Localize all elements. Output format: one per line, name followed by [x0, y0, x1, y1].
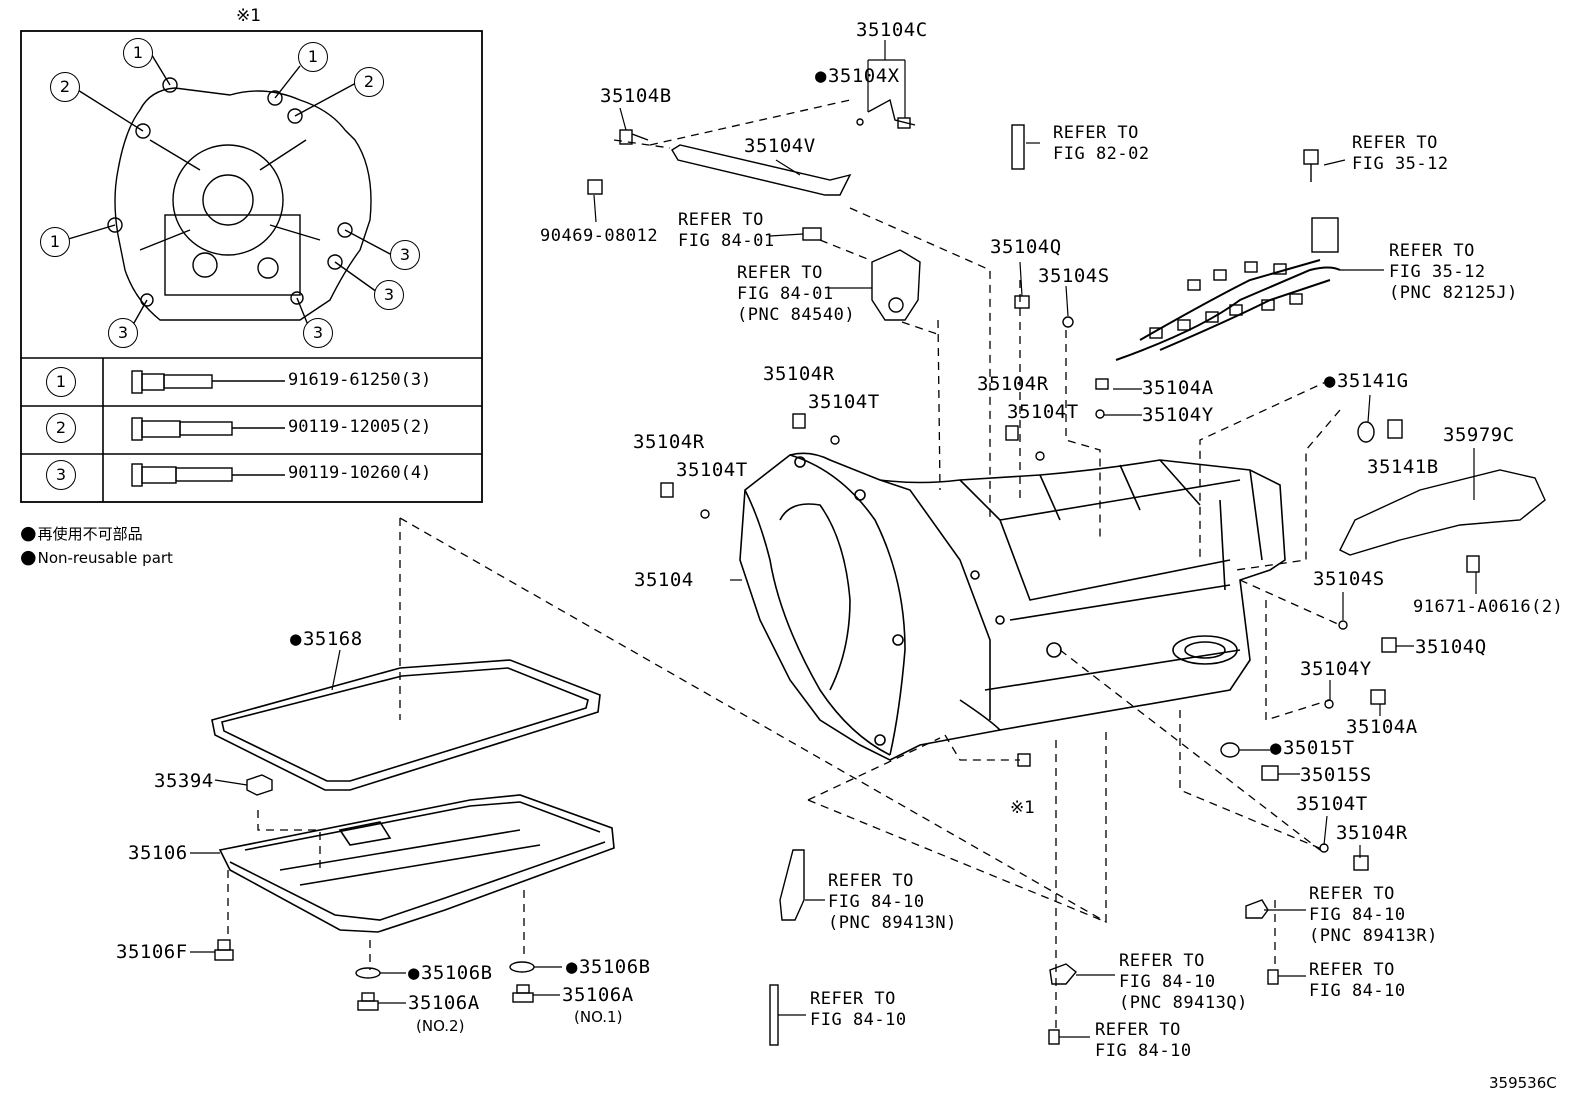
- part-label: 90469-08012: [540, 226, 659, 246]
- refer-to-label: REFER TO FIG 84-01 (PNC 84540): [737, 263, 856, 325]
- part-label: 35104V: [744, 135, 816, 157]
- part-label: 35104A: [1346, 716, 1418, 738]
- part-label: 35106A: [408, 992, 480, 1014]
- refer-to-label: REFER TO FIG 84-10 (PNC 89413Q): [1119, 951, 1248, 1013]
- part-label: 35104R: [977, 373, 1049, 395]
- legend-en: Non-reusable part: [20, 546, 173, 568]
- callout-1: 1: [40, 227, 70, 257]
- part-label: 35104R: [763, 363, 835, 385]
- table-row-1-part: 91619-61250(3): [288, 370, 432, 390]
- pan-gasket: [211, 659, 601, 791]
- part-label: 35104Q: [1415, 636, 1487, 658]
- part-label: 35141B: [1367, 456, 1439, 478]
- filter-block: [246, 774, 273, 796]
- callout-3: 3: [374, 280, 404, 310]
- part-label: 35104T: [808, 391, 880, 413]
- transmission-case: [739, 452, 1286, 761]
- part-label: 35106F: [116, 941, 188, 963]
- bolt-icons: [131, 370, 285, 487]
- pan-plug-no2: (NO.2): [416, 1017, 465, 1035]
- pan-plug-no1: (NO.1): [574, 1008, 623, 1026]
- callout-3: 3: [390, 240, 420, 270]
- callout-2: 2: [50, 72, 80, 102]
- refer-to-label: REFER TO FIG 84-10 (PNC 89413R): [1309, 884, 1438, 946]
- inset-note-mark: ※1: [236, 6, 262, 26]
- part-label: 35104S: [1038, 265, 1110, 287]
- part-label: 35104Y: [1142, 404, 1214, 426]
- part-label: 35104S: [1313, 568, 1385, 590]
- part-label: 35104R: [1336, 822, 1408, 844]
- part-label-nonreusable: 35141G: [1324, 371, 1409, 392]
- inset-panel: [20, 30, 483, 503]
- dashed-guides: [227, 99, 1341, 1030]
- table-row-3-num: 3: [46, 460, 76, 490]
- callout-2: 2: [354, 67, 384, 97]
- part-label: 35104B: [600, 85, 672, 107]
- part-label: 35104C: [856, 19, 928, 41]
- callout-3: 3: [303, 318, 333, 348]
- part-label: 35106: [128, 842, 188, 864]
- part-label: 35104Q: [990, 236, 1062, 258]
- part-label: 35106A: [562, 984, 634, 1006]
- table-row-2-num: 2: [46, 413, 76, 443]
- refer-to-label: REFER TO FIG 82-02: [1053, 123, 1150, 164]
- transmission-front-view: [64, 51, 393, 331]
- refer-to-label: REFER TO FIG 84-10 (PNC 89413N): [828, 871, 957, 933]
- refer-to-label: REFER TO FIG 35-12: [1352, 133, 1449, 174]
- note-mark: ※1: [1010, 798, 1036, 818]
- table-row-3-part: 90119-10260(4): [288, 463, 432, 483]
- part-label-nonreusable: 35104X: [815, 66, 900, 87]
- part-label-nonreusable: 35106B: [566, 957, 651, 978]
- table-row-1-num: 1: [46, 367, 76, 397]
- callout-1: 1: [123, 38, 153, 68]
- part-label: 35015S: [1300, 764, 1372, 786]
- part-label-nonreusable: 35015T: [1270, 738, 1355, 759]
- legend-jp: 再使用不可部品: [20, 522, 143, 544]
- diagram-id: 359536C: [1489, 1074, 1557, 1092]
- part-label: 35104T: [1007, 401, 1079, 423]
- refer-to-label: REFER TO FIG 84-10: [1095, 1020, 1192, 1061]
- table-row-2-part: 90119-12005(2): [288, 417, 432, 437]
- part-label: 35394: [154, 770, 214, 792]
- part-label: 35104R: [633, 431, 705, 453]
- callout-1: 1: [298, 42, 328, 72]
- part-label: 35104A: [1142, 377, 1214, 399]
- refer-to-label: REFER TO FIG 84-10: [1309, 960, 1406, 1001]
- part-label: 35104T: [676, 459, 748, 481]
- part-label: 35104T: [1296, 793, 1368, 815]
- refer-to-label: REFER TO FIG 84-10: [810, 989, 907, 1030]
- refer-to-label: REFER TO FIG 84-01: [678, 210, 775, 251]
- refer-to-label: REFER TO FIG 35-12 (PNC 82125J): [1389, 241, 1518, 303]
- part-label: 35104Y: [1300, 658, 1372, 680]
- part-label-nonreusable: 35168: [290, 629, 363, 650]
- oil-pan: [218, 794, 615, 933]
- callout-3: 3: [108, 318, 138, 348]
- part-label-nonreusable: 35106B: [408, 963, 493, 984]
- part-label: 35979C: [1443, 424, 1515, 446]
- part-label: 35104: [634, 569, 694, 591]
- part-label: 91671-A0616(2): [1413, 597, 1564, 617]
